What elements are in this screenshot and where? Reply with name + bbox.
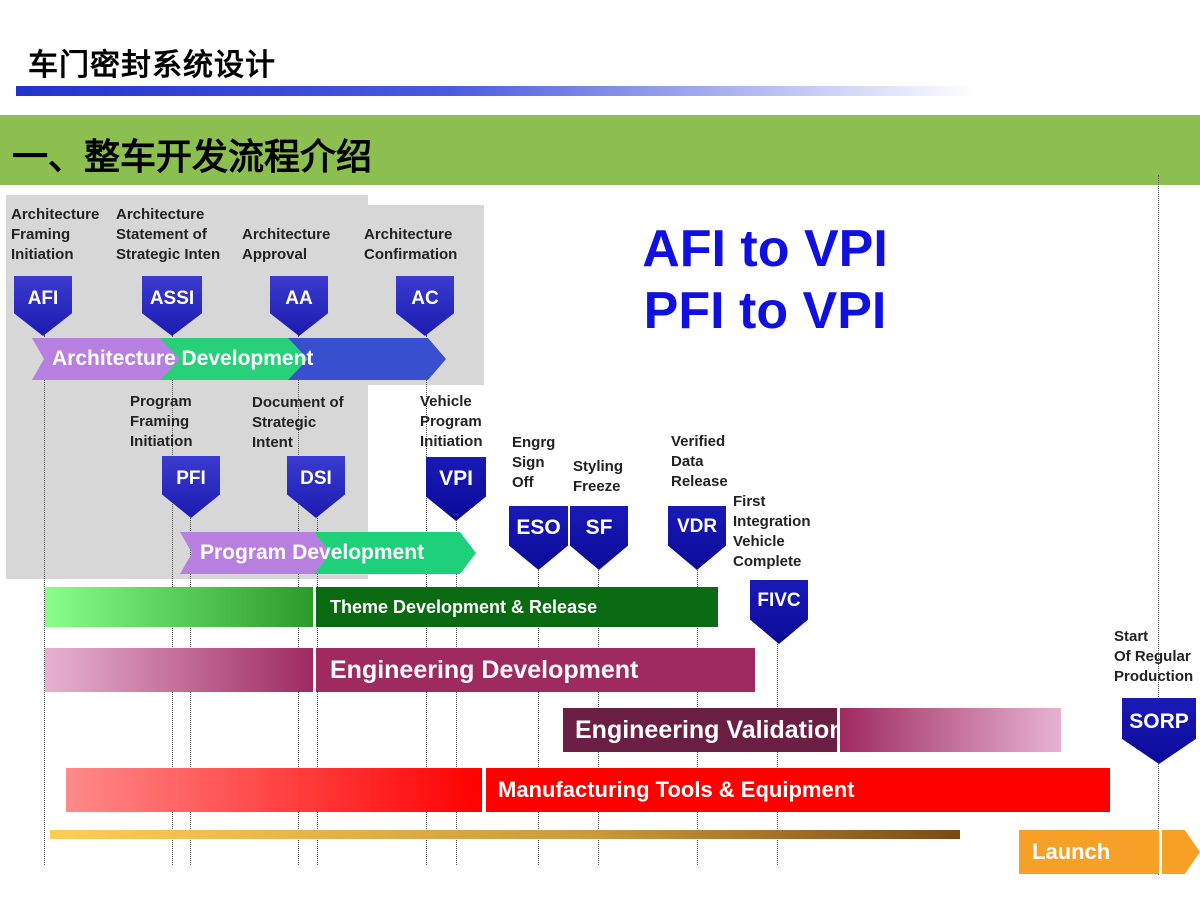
engineering-validation-tail-bar: [840, 708, 1061, 752]
manufacturing-lead-bar: [66, 768, 482, 812]
architecture-development-arrow: Architecture Development: [32, 338, 446, 380]
eso-code: ESO: [516, 516, 561, 539]
pfi-code: PFI: [176, 468, 206, 489]
engineering-development-lead-bar: [45, 648, 313, 692]
program-development-arrow: Program Development: [180, 532, 476, 574]
vdr-label: Verified Data Release: [671, 433, 728, 490]
aa-label: Architecture Approval: [242, 226, 331, 263]
engineering-development-label: Engineering Development: [330, 655, 639, 684]
sf-milestone: SF: [570, 506, 628, 570]
highlight-line-1: AFI to VPI: [642, 220, 888, 278]
manufacturing-label: Manufacturing Tools & Equipment: [498, 777, 855, 802]
sorp-milestone: SORP: [1122, 698, 1196, 764]
timeline-bar: [50, 830, 960, 839]
program-development-label: Program Development: [200, 541, 425, 564]
vdr-code: VDR: [676, 516, 718, 537]
fivc-label: First Integration Vehicle Complete: [733, 493, 811, 570]
vdr-milestone: VDR: [668, 506, 726, 570]
architecture-development-label: Architecture Development: [52, 347, 314, 370]
section-title: 一、整车开发流程介绍: [12, 137, 373, 178]
launch-bar: Launch: [1019, 830, 1159, 874]
pfi-label: Program Framing Initiation: [130, 393, 193, 450]
manufacturing-bar: Manufacturing Tools & Equipment: [486, 768, 1110, 812]
fivc-milestone: FIVC: [750, 580, 808, 644]
aa-code: AA: [285, 288, 313, 309]
theme-development-label: Theme Development & Release: [330, 596, 598, 617]
assi-code: ASSI: [149, 288, 195, 309]
dsi-label: Document of Strategic Intent: [252, 394, 344, 451]
vpi-milestone: VPI: [426, 457, 486, 521]
sorp-timeline: [1158, 175, 1159, 875]
eso-milestone: ESO: [509, 506, 568, 570]
ac-label: Architecture Confirmation: [364, 226, 458, 263]
section-band: [0, 115, 1200, 185]
afi-label: Architecture Framing Initiation: [11, 206, 100, 263]
sf-label: Styling Freeze: [573, 458, 624, 495]
header-title: 车门密封系统设计: [28, 48, 276, 83]
eso-timeline: [538, 565, 539, 865]
engineering-development-bar: Engineering Development: [316, 648, 755, 692]
sorp-label: Start Of Regular Production: [1114, 628, 1194, 685]
launch-arrowhead: [1162, 830, 1200, 874]
sorp-code: SORP: [1129, 710, 1189, 733]
highlight-line-2: PFI to VPI: [643, 282, 887, 340]
afi-timeline: [44, 335, 45, 865]
highlight-text: AFI to VPI PFI to VPI: [600, 218, 930, 342]
assi-label: Architecture Statement of Strategic Inte…: [116, 206, 221, 263]
theme-development-bar: Theme Development & Release: [316, 587, 718, 627]
fivc-code: FIVC: [757, 590, 801, 611]
eso-label: Engrg Sign Off: [512, 434, 556, 491]
ac-code: AC: [411, 288, 439, 309]
dsi-code: DSI: [300, 468, 332, 489]
fivc-timeline: [777, 640, 778, 865]
sf-code: SF: [585, 516, 613, 539]
launch-label: Launch: [1032, 839, 1111, 864]
vpi-label: Vehicle Program Initiation: [420, 393, 483, 450]
header-rule: [16, 86, 976, 96]
architecture-panel: [6, 195, 368, 579]
vpi-code: VPI: [439, 467, 473, 490]
engineering-validation-label: Engineering Validation: [575, 715, 845, 744]
afi-code: AFI: [27, 288, 59, 309]
theme-development-lead-bar: [45, 587, 313, 627]
engineering-validation-bar: Engineering Validation: [563, 708, 844, 752]
